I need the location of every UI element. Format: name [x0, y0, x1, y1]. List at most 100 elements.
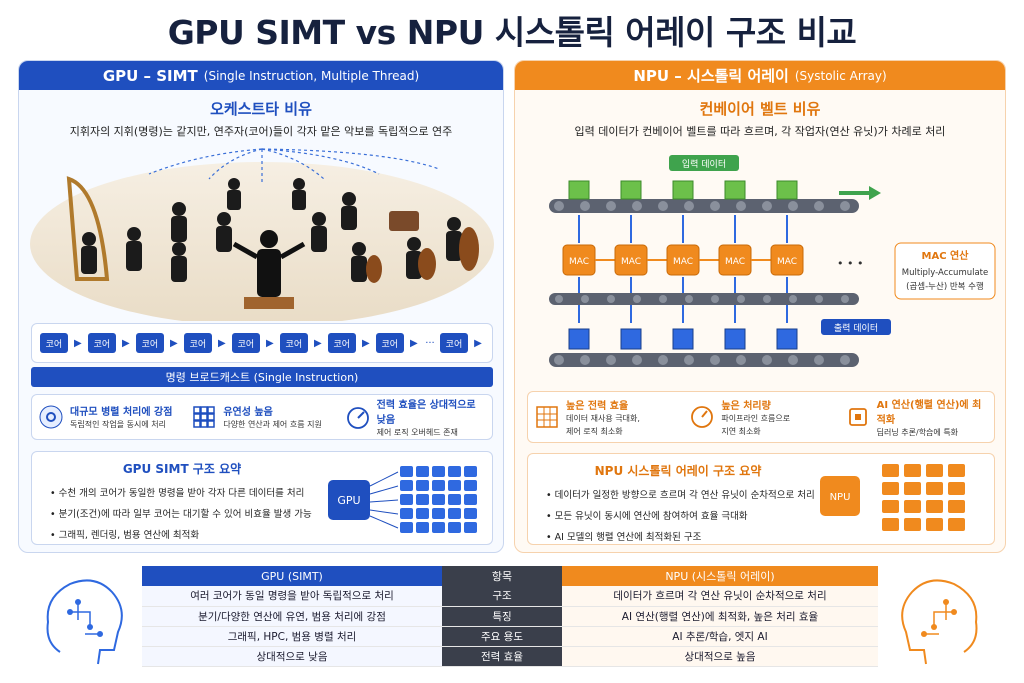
gpu-panel: GPU – SIMT (Single Instruction, Multiple…	[18, 60, 504, 553]
gpu-grid-core	[464, 466, 477, 477]
arrow-right-icon: ▶	[361, 337, 370, 349]
input-cube	[724, 180, 746, 200]
gear-icon	[788, 355, 798, 365]
npu-grid-mac	[904, 482, 921, 495]
npu-header-title: NPU – 시스톨릭 어레이	[633, 67, 789, 85]
gpu-grid-core	[448, 466, 461, 477]
gear-icon	[554, 355, 564, 365]
npu-feature-desc: 데이터 재사용 극대화,	[566, 414, 640, 424]
gpu-grid-core	[448, 522, 461, 533]
core-block: 코어	[183, 333, 212, 353]
gpu-grid-core	[432, 522, 445, 533]
table-head-item: 항목	[442, 566, 562, 586]
npu-feature-title: 높은 전력 효율	[566, 401, 629, 413]
gpu-grid-core	[400, 522, 413, 533]
npu-grid-mac	[882, 500, 899, 513]
gear-icon	[710, 201, 720, 211]
mac-unit-label: MAC	[621, 257, 641, 267]
gpu-summary-item: 수천 개의 코어가 동일한 명령을 받아 각자 다른 데이터를 처리	[50, 485, 492, 499]
output-data-label: 출력 데이터	[834, 322, 878, 334]
top-gears	[554, 201, 850, 211]
table-cell-gpu: 그래픽, HPC, 범용 병렬 처리	[142, 626, 442, 647]
table-head-npu: NPU (시스톨릭 어레이)	[562, 566, 878, 586]
harp-icon	[66, 176, 110, 281]
gear-icon	[580, 201, 590, 211]
gear-icon	[840, 355, 850, 365]
gear-icon	[789, 295, 797, 303]
gpu-grid-core	[448, 508, 461, 519]
command-arrows	[148, 148, 440, 184]
arrow-right-icon: ▶	[74, 337, 82, 349]
gauge-icon	[346, 407, 369, 429]
gpu-feature-desc: 제어 로직 오버헤드 존재	[376, 427, 458, 437]
npu-summary-box: NPU 시스톨릭 어레이 구조 요약 데이터가 일정한 방향으로 흐르며 각 연…	[527, 453, 995, 545]
gear-icon	[737, 295, 745, 303]
gpu-grid-core	[416, 466, 429, 477]
instruction-broadcast-bar: 명령 브로드캐스트 (Single Instruction)	[31, 367, 493, 387]
gear-icon	[685, 295, 693, 303]
output-cube	[672, 328, 694, 350]
middle-belt	[549, 293, 859, 305]
npu-panel-header: NPU – 시스톨릭 어레이 (Systolic Array)	[515, 61, 1005, 90]
input-cube	[620, 180, 642, 200]
arrow-right-icon: ▶	[218, 337, 226, 349]
npu-feature-desc: 제어 로직 최소화	[566, 426, 623, 436]
npu-summary-item: 데이터가 일정한 방향으로 흐르며 각 연산 유닛이 순차적으로 처리	[546, 487, 994, 501]
musicians	[81, 178, 462, 282]
instruments	[366, 211, 479, 283]
output-cubes	[568, 328, 798, 350]
npu-feature-desc: 지연 최소화	[721, 426, 761, 436]
input-cube	[776, 180, 798, 200]
npu-grid-mac	[904, 500, 921, 513]
core-block: 코어	[87, 333, 116, 353]
core-block: 코어	[375, 333, 404, 353]
table-cell-gpu: 상대적으로 낮음	[142, 646, 442, 667]
gear-icon	[684, 201, 694, 211]
gear-icon	[658, 355, 668, 365]
npu-grid-mac	[904, 464, 921, 477]
output-cube	[568, 328, 590, 350]
gear-icon	[555, 295, 563, 303]
middle-gears	[555, 295, 849, 303]
gpu-feature-desc: 다양한 연산과 제어 흐름 지원	[223, 420, 322, 430]
core-block: 코어	[327, 333, 356, 353]
gear-icon	[814, 355, 824, 365]
npu-grid-mac	[948, 464, 965, 477]
gear-icon	[762, 201, 772, 211]
comparison-table: GPU (SIMT) 항목 NPU (시스톨릭 어레이) 여러 코어가 동일 명…	[142, 566, 878, 667]
npu-brain-icon	[901, 579, 978, 665]
table-cell-item: 주요 용도	[442, 626, 562, 647]
gpu-feature-desc: 독립적인 작업을 동시에 처리	[70, 420, 166, 430]
table-cell-gpu: 여러 코어가 동일 명령을 받아 독립적으로 처리	[142, 586, 442, 607]
gpu-grid-core	[464, 522, 477, 533]
npu-grid-mac	[948, 500, 965, 513]
gpu-brain-icon	[46, 579, 123, 665]
chip-links	[369, 471, 399, 529]
npu-array-diagram: NPU	[820, 464, 965, 531]
mac-note-title: MAC 연산	[922, 249, 970, 262]
table-cell-item: 특징	[442, 606, 562, 627]
npu-grid-mac	[904, 518, 921, 531]
npu-grid-mac	[926, 482, 943, 495]
mac-note-line1: Multiply-Accumulate	[902, 268, 989, 278]
gear-icon	[632, 201, 642, 211]
input-data-label: 입력 데이터	[682, 158, 726, 170]
output-cube	[776, 328, 798, 350]
gear-icon	[840, 201, 850, 211]
mac-unit-label: MAC	[673, 257, 693, 267]
gear-icon	[633, 295, 641, 303]
grid-icon	[193, 406, 216, 428]
gpu-grid-core	[464, 494, 477, 505]
mac-note-line2: (곱셈-누산) 반복 수행	[906, 281, 984, 292]
gpu-grid-core	[416, 522, 429, 533]
